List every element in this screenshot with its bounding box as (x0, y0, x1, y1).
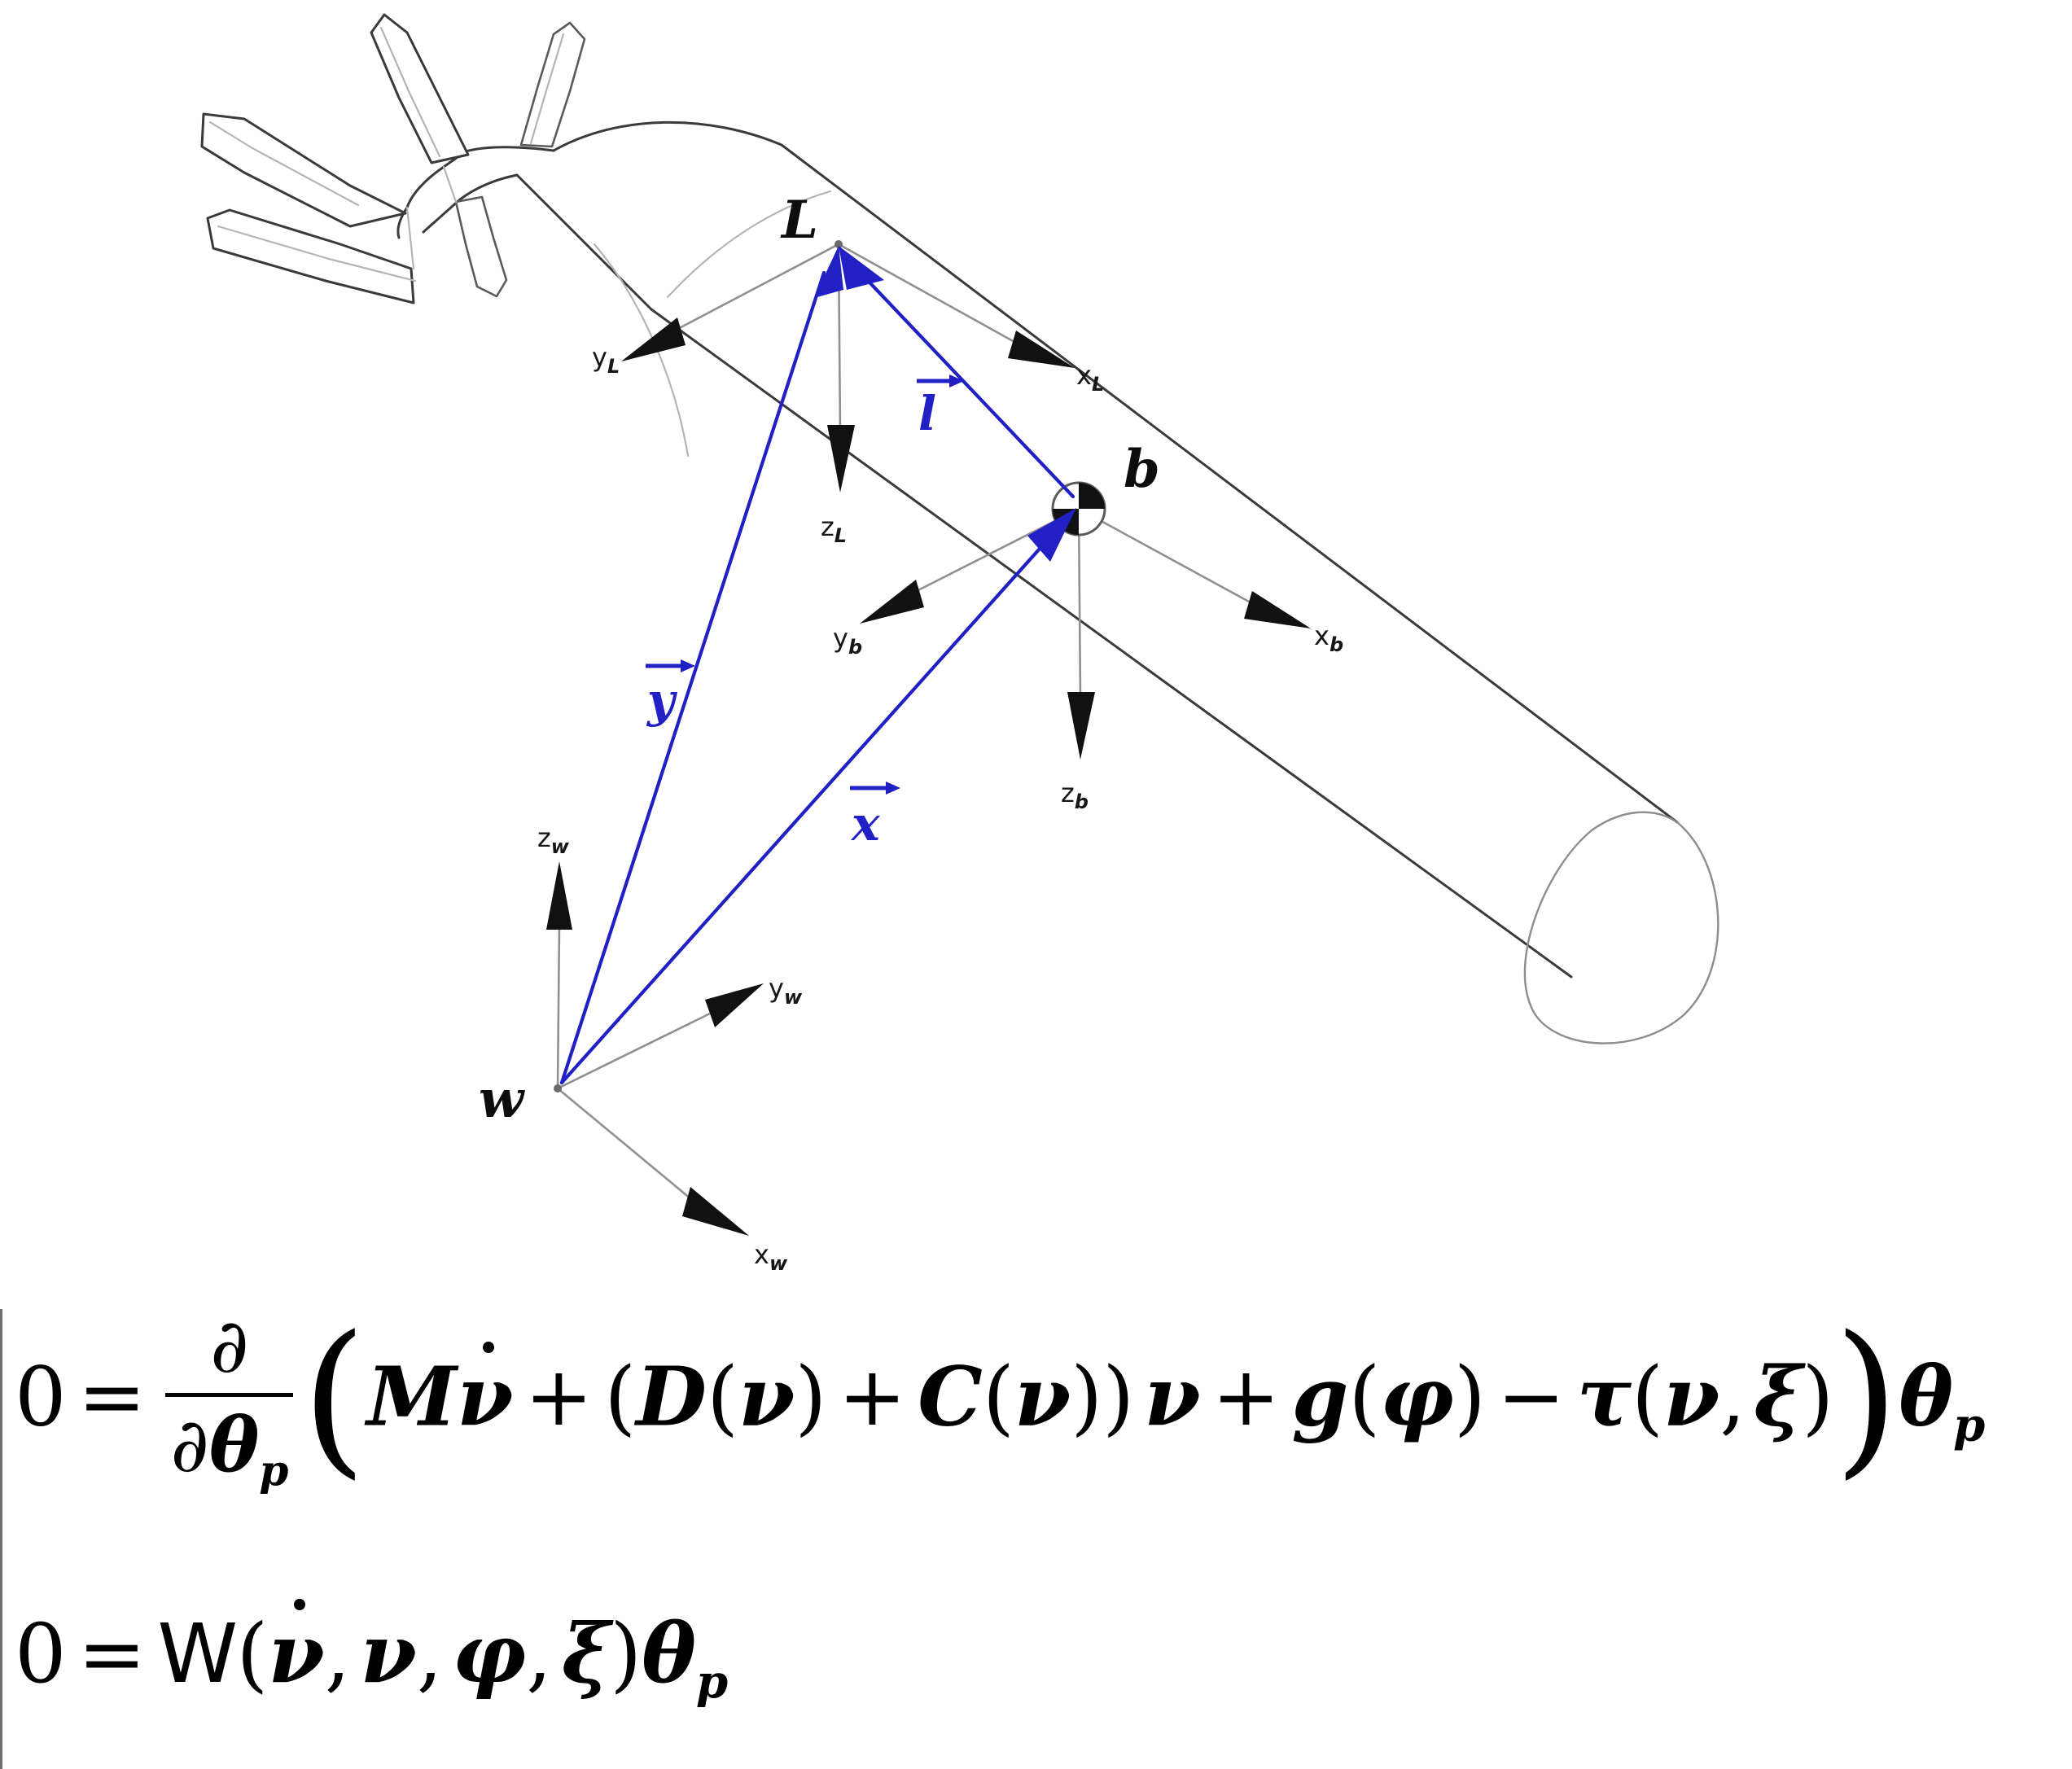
axis-label-yL: yL (592, 342, 620, 378)
eq2-zero: 0 (15, 1606, 67, 1701)
equation-2: 0=W(ν,ν,φ,ξ)θp (15, 1599, 729, 1710)
eq1-lparen-5: ( (1631, 1349, 1663, 1445)
eq1-comma: , (1719, 1349, 1746, 1445)
frame-label-w: w (479, 1069, 525, 1130)
vector-arrowbar-head-y (681, 659, 695, 672)
vector-label-x: x (850, 796, 881, 852)
axis-xL: xL (838, 243, 1104, 396)
frame-label-b: b (1124, 439, 1160, 500)
axis-yb: yb (833, 507, 1080, 659)
eq1-nu-3: ν (1144, 1348, 1201, 1445)
eq2-theta-sub-p: p (695, 1655, 729, 1710)
eq1-nu-2: ν (1014, 1348, 1071, 1445)
eq1-rparen-1: ) (1102, 1349, 1135, 1445)
eq1-close-paren: ) (1833, 1301, 1899, 1495)
eq2-lparen: ( (236, 1606, 269, 1701)
eq1-xi: ξ (1754, 1348, 1803, 1445)
eq1-rparen-2: ) (795, 1349, 827, 1445)
vector-l: l (839, 246, 1075, 499)
eq1-frac-bar (165, 1393, 294, 1397)
eq1-rparen-3: ) (1071, 1349, 1103, 1445)
eq1-partial-num: ∂ (210, 1303, 249, 1390)
axis-xw: xw (557, 1087, 788, 1275)
eq1-lparen-1: ( (604, 1349, 637, 1445)
eq1-M: M (366, 1348, 458, 1445)
eq1-nu-1: ν (738, 1348, 795, 1445)
eq2-nu: ν (360, 1605, 417, 1701)
eq2-W-operator: W (157, 1606, 238, 1701)
eq2-theta: θ (642, 1605, 696, 1701)
eq2-equals: = (77, 1606, 147, 1701)
origin-dot-w (554, 1084, 562, 1092)
eq1-lparen-3: ( (982, 1349, 1014, 1445)
eq1-equals: = (77, 1349, 147, 1445)
eq1-lparen-4: ( (1348, 1349, 1381, 1445)
eq1-nu-dot: ν (457, 1342, 514, 1445)
eq1-C: C (918, 1348, 983, 1445)
equation-1: 0= ∂ ∂θp (Mν+(D(ν)+C(ν))ν+g(φ)−τ(ν,ξ))θp (15, 1303, 1986, 1501)
eq2-rparen: ) (610, 1606, 642, 1701)
axis-zw: zw (537, 822, 572, 1089)
eq1-plus-2: + (838, 1349, 907, 1445)
axis-label-yw: yw (769, 973, 803, 1009)
eq1-minus: − (1496, 1349, 1566, 1445)
frame-label-L: L (780, 190, 818, 251)
eq1-plus-1: + (524, 1349, 594, 1445)
eq1-theta-sub-p: p (1953, 1398, 1986, 1452)
eq2-phi: φ (452, 1605, 527, 1701)
axis-label-zw: zw (537, 822, 570, 858)
vector-y: y (559, 246, 843, 1085)
eq1-lparen-2: ( (707, 1349, 739, 1445)
vector-x: x (559, 508, 1076, 1085)
eq2-xi: ξ (561, 1605, 611, 1701)
eq2-nu-dot: ν (268, 1599, 325, 1701)
vector-label-l: l (918, 386, 936, 441)
axis-zb: zb (1061, 508, 1095, 813)
eq1-zero: 0 (15, 1349, 67, 1445)
origin-dot-L (834, 240, 843, 248)
eq1-nu-4: ν (1663, 1348, 1720, 1445)
equation-block: 0= ∂ ∂θp (Mν+(D(ν)+C(ν))ν+g(φ)−τ(ν,ξ))θp… (0, 1303, 2072, 1769)
eq1-den-partial: ∂ (170, 1402, 209, 1489)
vehicle-nose-and-fins (200, 13, 586, 304)
axis-yw: yw (557, 973, 803, 1090)
frame-L: xL yL zL L (592, 190, 1104, 547)
eq1-plus-3: + (1211, 1349, 1281, 1445)
vehicle-hull (515, 120, 1719, 1044)
axis-label-zL: zL (821, 511, 847, 547)
eq2-comma-2: , (416, 1606, 443, 1701)
eq1-den-theta: θ (209, 1401, 260, 1489)
eq2-comma-3: , (526, 1606, 552, 1701)
vector-label-y: y (646, 672, 678, 728)
left-margin-rule (0, 1309, 2, 1769)
eq1-rparen-5: ) (1802, 1349, 1834, 1445)
axis-label-xw: xw (754, 1239, 788, 1275)
axis-label-yb: yb (833, 623, 862, 659)
frame-w: zw yw xw w (479, 822, 803, 1275)
eq1-theta: θ (1899, 1348, 1954, 1445)
eq1-den-sub-p: p (259, 1447, 289, 1496)
axis-xb: xb (1078, 507, 1343, 656)
axis-label-xL: xL (1076, 360, 1104, 396)
eq1-partial-derivative: ∂ ∂θp (165, 1303, 294, 1496)
eq1-open-paren: ( (301, 1301, 367, 1495)
eq1-phi: φ (1380, 1348, 1454, 1445)
eq1-rparen-4: ) (1453, 1349, 1486, 1445)
eq1-tau: τ (1576, 1348, 1632, 1445)
axis-label-xb: xb (1314, 620, 1343, 656)
coordinate-frame-diagram: xL yL zL L xb (200, 13, 1719, 1275)
eq1-D: D (636, 1348, 707, 1445)
axis-yL: yL (592, 243, 839, 378)
vector-arrowbar-head-x (886, 782, 900, 795)
eq2-comma-1: , (324, 1606, 351, 1701)
eq1-partial-den: ∂θp (165, 1399, 293, 1496)
axis-label-zb: zb (1061, 777, 1089, 813)
eq1-g: g (1291, 1348, 1349, 1445)
vector-arrowbar-head-l (949, 374, 964, 388)
